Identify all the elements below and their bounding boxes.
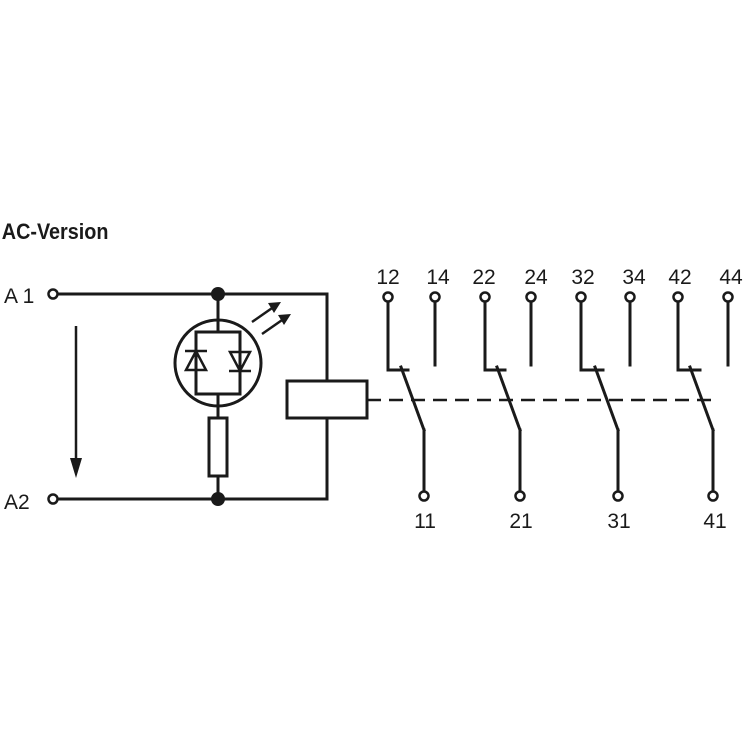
contact-1-no-label: 14	[426, 266, 450, 289]
contact-2-com-terminal	[514, 490, 526, 502]
terminal-a1-circle	[47, 288, 59, 300]
contact-3-nc-terminal	[575, 291, 587, 303]
contact-4-com-label: 41	[703, 510, 726, 533]
contact-1-nc-terminal	[382, 291, 394, 303]
terminal-a1-label: A 1	[4, 285, 34, 308]
voltage-arrow-icon	[70, 326, 82, 478]
contact-1-blade	[399, 365, 426, 432]
contact-group-3: 32 34 31	[571, 266, 646, 533]
contact-4-nc-label: 42	[668, 266, 691, 289]
contact-4-no-label: 44	[719, 266, 743, 289]
resistor-icon	[207, 416, 229, 478]
coil-circuit-wires	[56, 292, 329, 501]
diagram-title: AC-Version	[2, 220, 109, 244]
contact-3-com-label: 31	[607, 510, 630, 533]
contact-3-no-terminal	[624, 291, 636, 303]
junction-top-dot	[211, 287, 225, 301]
contact-3-blade	[593, 365, 620, 432]
contact-group-4: 42 44 41	[668, 266, 743, 533]
contact-3-nc-label: 32	[571, 266, 594, 289]
contact-3-com-terminal	[612, 490, 624, 502]
contact-4-nc-terminal	[672, 291, 684, 303]
contact-4-com-terminal	[707, 490, 719, 502]
contact-4-no-terminal	[722, 291, 734, 303]
changeover-contacts: 12 14 11 22 24 21 32 34	[376, 266, 743, 533]
contact-1-com-terminal	[418, 490, 430, 502]
contact-1-nc-label: 12	[376, 266, 399, 289]
light-emission-icon	[251, 302, 291, 336]
contact-group-1: 12 14 11	[376, 266, 450, 533]
contact-2-nc-label: 22	[472, 266, 495, 289]
contact-2-no-label: 24	[524, 266, 548, 289]
terminal-a2-circle	[47, 493, 59, 505]
contact-1-com-label: 11	[414, 510, 436, 533]
contact-1-no-terminal	[429, 291, 441, 303]
junction-bottom-dot	[211, 492, 225, 506]
led-indicator-icon	[173, 318, 263, 408]
contact-3-nc-wire	[579, 300, 605, 372]
contact-2-no-terminal	[525, 291, 537, 303]
contact-1-nc-wire	[386, 300, 410, 372]
contact-2-nc-terminal	[479, 291, 491, 303]
relay-coil-icon	[285, 379, 369, 420]
contact-2-nc-wire	[483, 300, 507, 372]
contact-2-com-label: 21	[509, 510, 532, 533]
contact-group-2: 22 24 21	[472, 266, 548, 533]
contact-3-no-label: 34	[622, 266, 646, 289]
terminal-a2-label: A2	[4, 491, 30, 514]
contact-4-nc-wire	[676, 300, 702, 372]
contact-4-blade	[688, 365, 715, 432]
contact-2-blade	[495, 365, 522, 432]
